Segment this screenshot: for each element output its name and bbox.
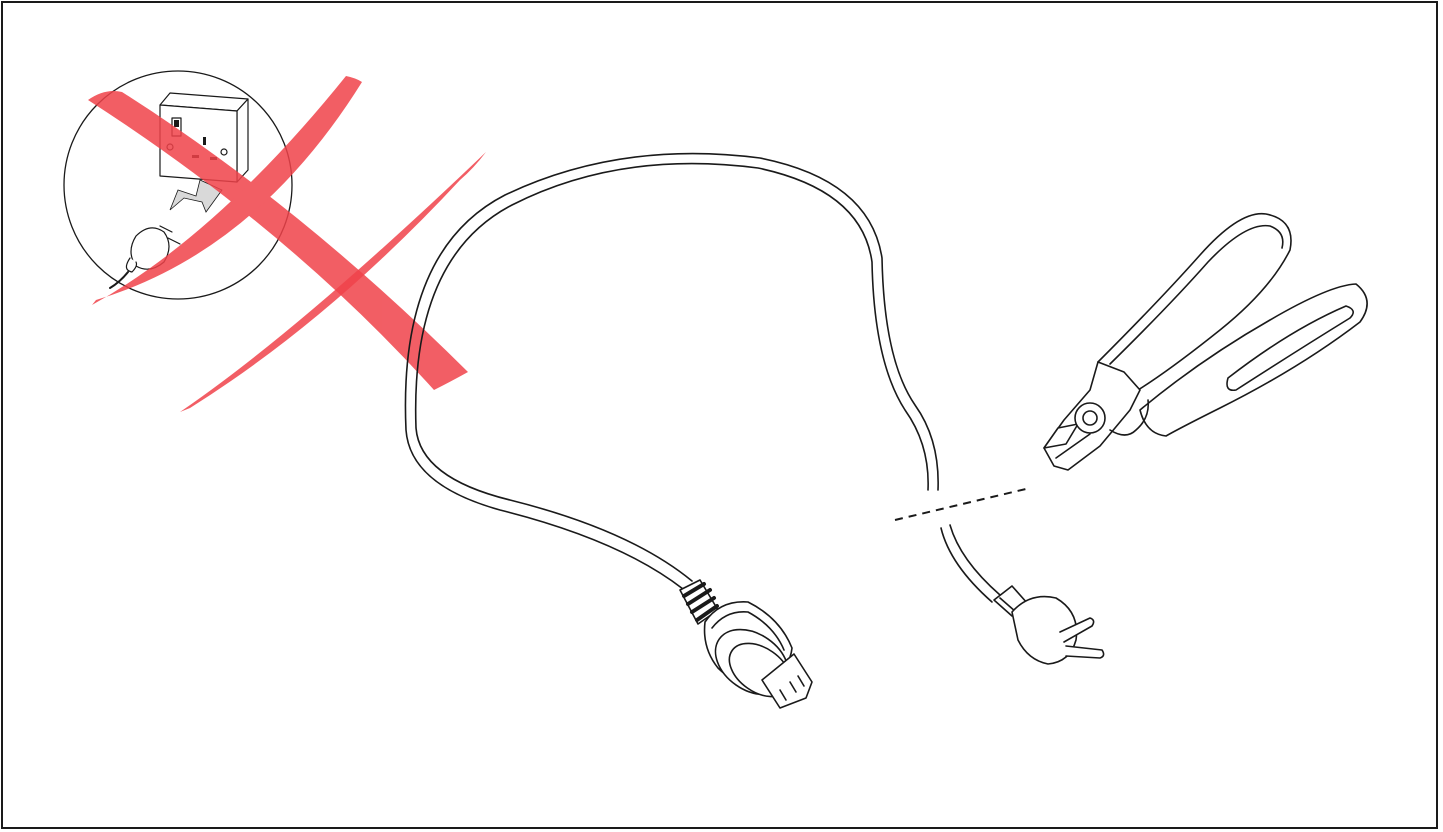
iec-c13-connector-icon bbox=[679, 579, 813, 709]
unplug-inset bbox=[63, 70, 468, 390]
mains-plug-icon bbox=[993, 585, 1105, 665]
prohibition-cross-icon bbox=[88, 76, 468, 390]
inset-circle bbox=[63, 70, 293, 300]
power-cord bbox=[404, 152, 1001, 603]
cut-line bbox=[894, 487, 1031, 521]
plug-pulled-out-icon bbox=[109, 225, 181, 289]
wire-cutter-pliers-icon bbox=[1043, 212, 1368, 471]
